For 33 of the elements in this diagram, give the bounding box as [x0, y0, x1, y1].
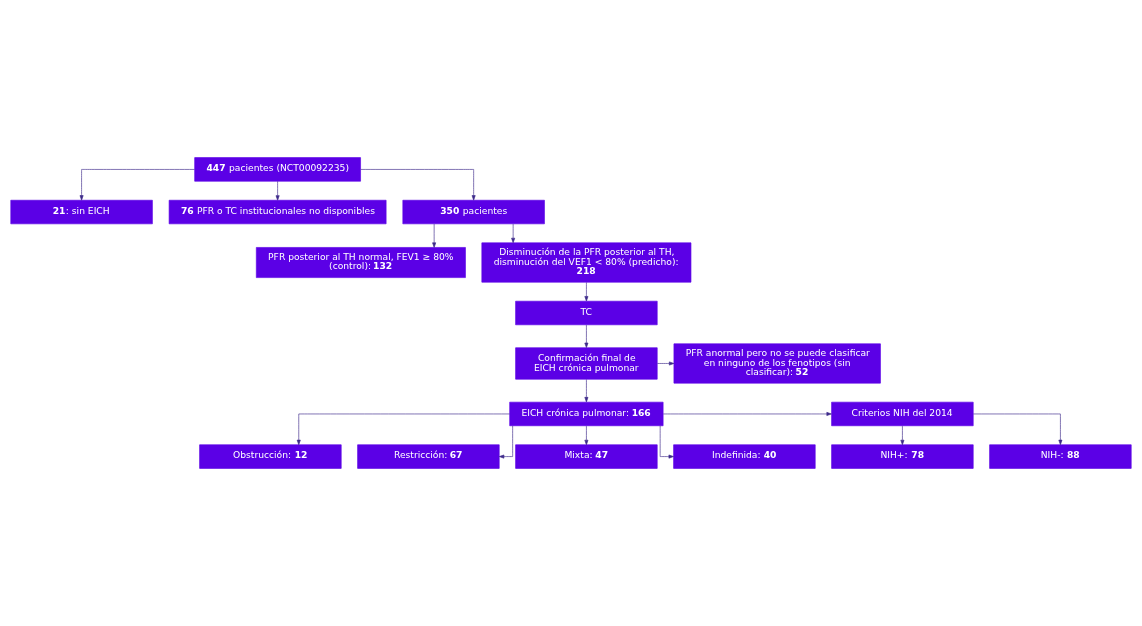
- node-box: TC: [515, 300, 658, 326]
- arrow: [973, 413, 1063, 446]
- node-box: 350 pacientes: [402, 199, 545, 225]
- node-box: Indefinida: 40: [673, 444, 816, 469]
- node-box: Disminución de la PFR posterior al TH, disminución del VEF1 < 80% (predicho): 218: [481, 242, 692, 283]
- arrow: [360, 169, 476, 201]
- node-box: Obstrucción: 12: [199, 444, 342, 469]
- node-box: NIH+: 78: [831, 444, 974, 469]
- node-box: 447 pacientes (NCT00092235): [194, 157, 361, 182]
- arrow: [900, 425, 905, 446]
- node-box: Restricción: 67: [357, 444, 500, 469]
- arrow: [296, 413, 511, 446]
- arrow: [657, 361, 675, 366]
- arrow: [432, 223, 437, 248]
- arrow: [662, 412, 832, 416]
- node-box: Confirmación final de EICH crónica pulmonar: [515, 347, 658, 380]
- arrow: [584, 425, 589, 446]
- arrow: [511, 223, 516, 244]
- arrow: [584, 282, 589, 302]
- node-box: 21: sin EICH: [10, 199, 153, 225]
- node-box: PFR anormal pero no se puede clasificar en ninguno de los fenotipos (sin clasificar): 52: [673, 343, 881, 384]
- node-box: Mixta: 47: [515, 444, 658, 469]
- node-box: PFR posterior al TH normal, FEV1 ≥ 80% (control): 132: [256, 247, 466, 278]
- arrow: [275, 180, 280, 201]
- arrow: [584, 379, 589, 403]
- node-box: NIH-: 88: [989, 444, 1132, 469]
- node-box: EICH crónica pulmonar: 166: [509, 401, 664, 427]
- arrow: [498, 425, 513, 459]
- node-box: Criterios NIH del 2014: [831, 401, 974, 427]
- arrow: [79, 169, 195, 201]
- arrow: [584, 324, 589, 348]
- arrow: [659, 425, 674, 459]
- node-box: 76 PFR o TC institucionales no disponibles: [168, 199, 387, 225]
